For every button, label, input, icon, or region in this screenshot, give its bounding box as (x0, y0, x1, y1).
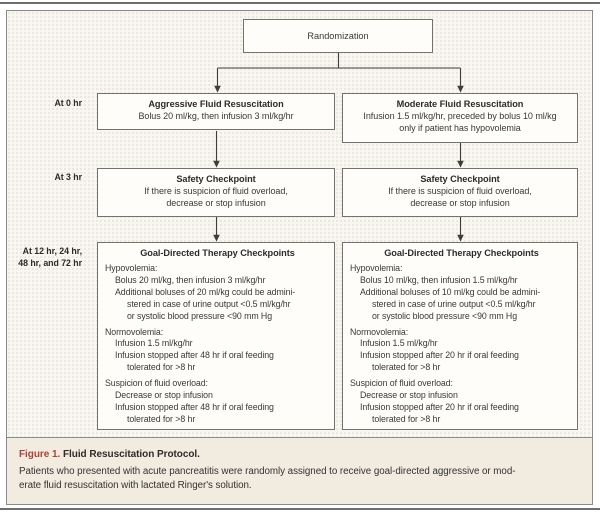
moderate-start-box: Moderate Fluid Resuscitation Infusion 1.… (342, 93, 578, 143)
section-heading: Suspicion of fluid overload: (350, 378, 453, 389)
box-title: Goal-Directed Therapy Checkpoints (140, 248, 295, 258)
goal-section-hypovolemia: Hypovolemia: Bolus 10 ml/kg, then infusi… (350, 263, 573, 323)
aggressive-start-box: Aggressive Fluid Resuscitation Bolus 20 … (97, 93, 335, 130)
goal-line: or systolic blood pressure <90 mm Hg (372, 310, 518, 321)
section-heading: Hypovolemia: (105, 263, 158, 273)
randomization-box: Randomization (243, 19, 433, 53)
box-line: decrease or stop infusion (166, 198, 266, 208)
caption-heading: Figure 1. Fluid Resuscitation Protocol. (19, 449, 580, 460)
aggressive-safety-box: Safety Checkpoint If there is suspicion … (97, 168, 335, 217)
bottom-rule (0, 508, 600, 510)
goal-section-overload: Suspicion of fluid overload: Decrease or… (350, 378, 573, 426)
goal-line: Additional boluses of 10 ml/kg could be … (360, 286, 541, 297)
goal-line: Infusion stopped after 48 hr if oral fee… (115, 401, 274, 412)
moderate-safety-box: Safety Checkpoint If there is suspicion … (342, 168, 578, 217)
box-title: Safety Checkpoint (420, 174, 500, 184)
figure-caption: Figure 1. Fluid Resuscitation Protocol. … (7, 437, 592, 504)
top-rule (0, 2, 600, 4)
goal-line: Additional boluses of 20 ml/kg could be … (115, 286, 296, 297)
box-line: Infusion 1.5 ml/kg/hr, preceded by bolus… (363, 111, 557, 121)
box-title: Moderate Fluid Resuscitation (396, 99, 524, 109)
box-line: decrease or stop infusion (410, 198, 510, 208)
goal-line: Bolus 20 ml/kg, then infusion 3 ml/kg/hr (115, 274, 266, 285)
box-title: Safety Checkpoint (176, 174, 256, 184)
goal-line: stered in case of urine output <0.5 ml/k… (127, 298, 291, 309)
caption-body-line: erate fluid resuscitation with lactated … (19, 479, 252, 491)
caption-body-line: Patients who presented with acute pancre… (19, 466, 516, 477)
row-label-3hr: At 3 hr (54, 172, 82, 182)
moderate-goal-box: Goal-Directed Therapy Checkpoints Hypovo… (342, 242, 578, 430)
goal-line: tolerated for >8 hr (372, 413, 441, 424)
section-heading: Suspicion of fluid overload: (105, 378, 208, 389)
goal-line: tolerated for >8 hr (127, 362, 196, 373)
box-line: If there is suspicion of fluid overload, (144, 186, 288, 196)
box-line: only if patient has hypovolemia (399, 123, 521, 133)
caption-body: Patients who presented with acute pancre… (19, 465, 580, 492)
section-heading: Normovolemia: (350, 326, 409, 337)
goal-line: Bolus 10 ml/kg, then infusion 1.5 ml/kg/… (360, 274, 518, 285)
goal-line: tolerated for >8 hr (127, 413, 196, 424)
row-label-line: 48 hr, and 72 hr (18, 257, 82, 268)
goal-line: or systolic blood pressure <90 mm Hg (127, 310, 273, 321)
figure-number-label: Figure 1. (19, 449, 61, 460)
goal-line: Decrease or stop infusion (360, 390, 458, 401)
goal-section-normovolemia: Normovolemia: Infusion 1.5 ml/kg/hr Infu… (105, 327, 330, 375)
section-heading: Hypovolemia: (350, 263, 403, 273)
goal-section-normovolemia: Normovolemia: Infusion 1.5 ml/kg/hr Infu… (350, 327, 573, 375)
goal-line: Infusion stopped after 48 hr if oral fee… (115, 350, 274, 361)
row-label-0hr: At 0 hr (54, 98, 82, 108)
box-line: If there is suspicion of fluid overload, (388, 186, 532, 196)
goal-section-hypovolemia: Hypovolemia: Bolus 20 ml/kg, then infusi… (105, 263, 330, 323)
goal-line: stered in case of urine output <0.5 ml/k… (372, 298, 536, 309)
box-title: Aggressive Fluid Resuscitation (148, 99, 284, 109)
section-heading: Normovolemia: (105, 326, 164, 337)
goal-line: Infusion 1.5 ml/kg/hr (115, 338, 193, 349)
aggressive-goal-box: Goal-Directed Therapy Checkpoints Hypovo… (97, 242, 335, 430)
box-title: Goal-Directed Therapy Checkpoints (384, 248, 539, 258)
box-line: Bolus 20 ml/kg, then infusion 3 ml/kg/hr (138, 111, 294, 121)
box-title: Randomization (307, 31, 369, 41)
row-label-line: At 12 hr, 24 hr, (22, 246, 82, 256)
goal-section-overload: Suspicion of fluid overload: Decrease or… (105, 378, 330, 426)
goal-line: Decrease or stop infusion (115, 390, 213, 401)
goal-line: tolerated for >8 hr (372, 362, 441, 373)
goal-line: Infusion stopped after 20 hr if oral fee… (360, 350, 519, 361)
figure-title: Fluid Resuscitation Protocol. (62, 449, 200, 460)
goal-line: Infusion stopped after 20 hr if oral fee… (360, 401, 519, 412)
goal-line: Infusion 1.5 ml/kg/hr (360, 338, 438, 349)
row-label-12-72hr: At 12 hr, 24 hr, 48 hr, and 72 hr (8, 246, 82, 269)
